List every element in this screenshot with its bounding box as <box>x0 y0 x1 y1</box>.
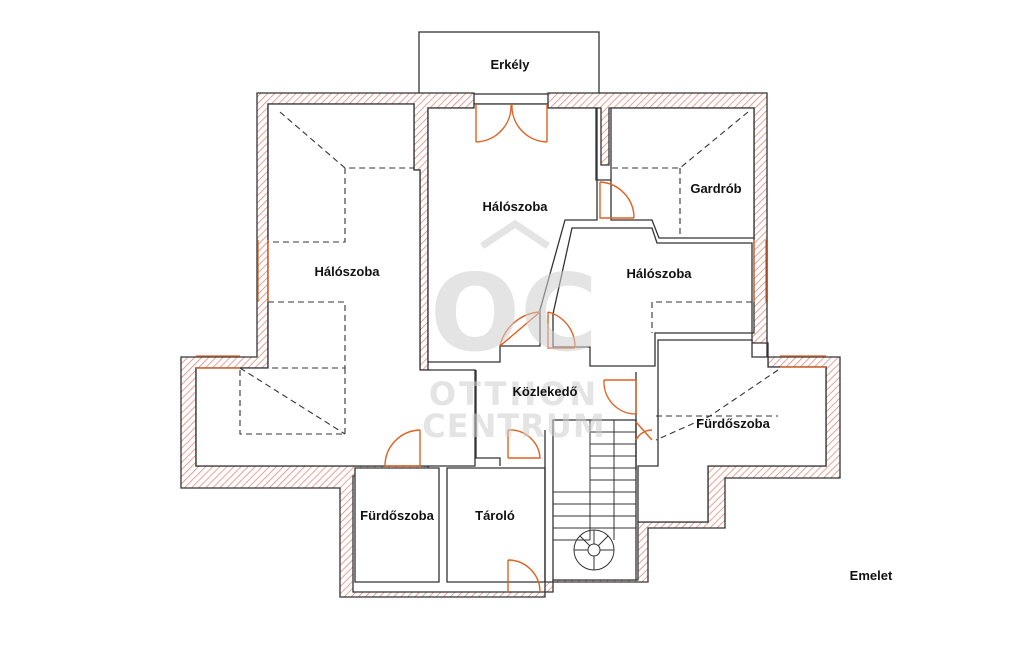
roof-logo-icon <box>480 219 550 249</box>
interior-walls <box>195 103 827 583</box>
otthon-centrum-watermark: OC OTTHON CENTRUM <box>422 219 605 445</box>
roof-slope-lines <box>239 111 779 441</box>
storage-label: Tároló <box>475 508 515 523</box>
balcony <box>418 31 600 95</box>
bathroom-left-label: Fürdőszoba <box>360 508 434 523</box>
bedroom-center-label: Hálószoba <box>482 199 548 214</box>
bedroom-left-label: Hálószoba <box>314 264 380 279</box>
floor-label: Emelet <box>850 568 893 583</box>
balcony-label: Erkély <box>490 57 530 72</box>
staircase <box>553 420 636 571</box>
doors <box>384 103 653 593</box>
bedroom-right-label: Hálószoba <box>626 266 692 281</box>
hallway-label: Közlekedő <box>512 384 577 399</box>
watermark-monogram: OC <box>430 252 598 375</box>
watermark-line2: CENTRUM <box>422 407 605 445</box>
windows <box>196 240 826 369</box>
bathroom-right-label: Fürdőszoba <box>696 416 770 431</box>
watermark-line1: OTTHON <box>429 375 599 413</box>
dressing-room-label: Gardrób <box>690 181 741 196</box>
